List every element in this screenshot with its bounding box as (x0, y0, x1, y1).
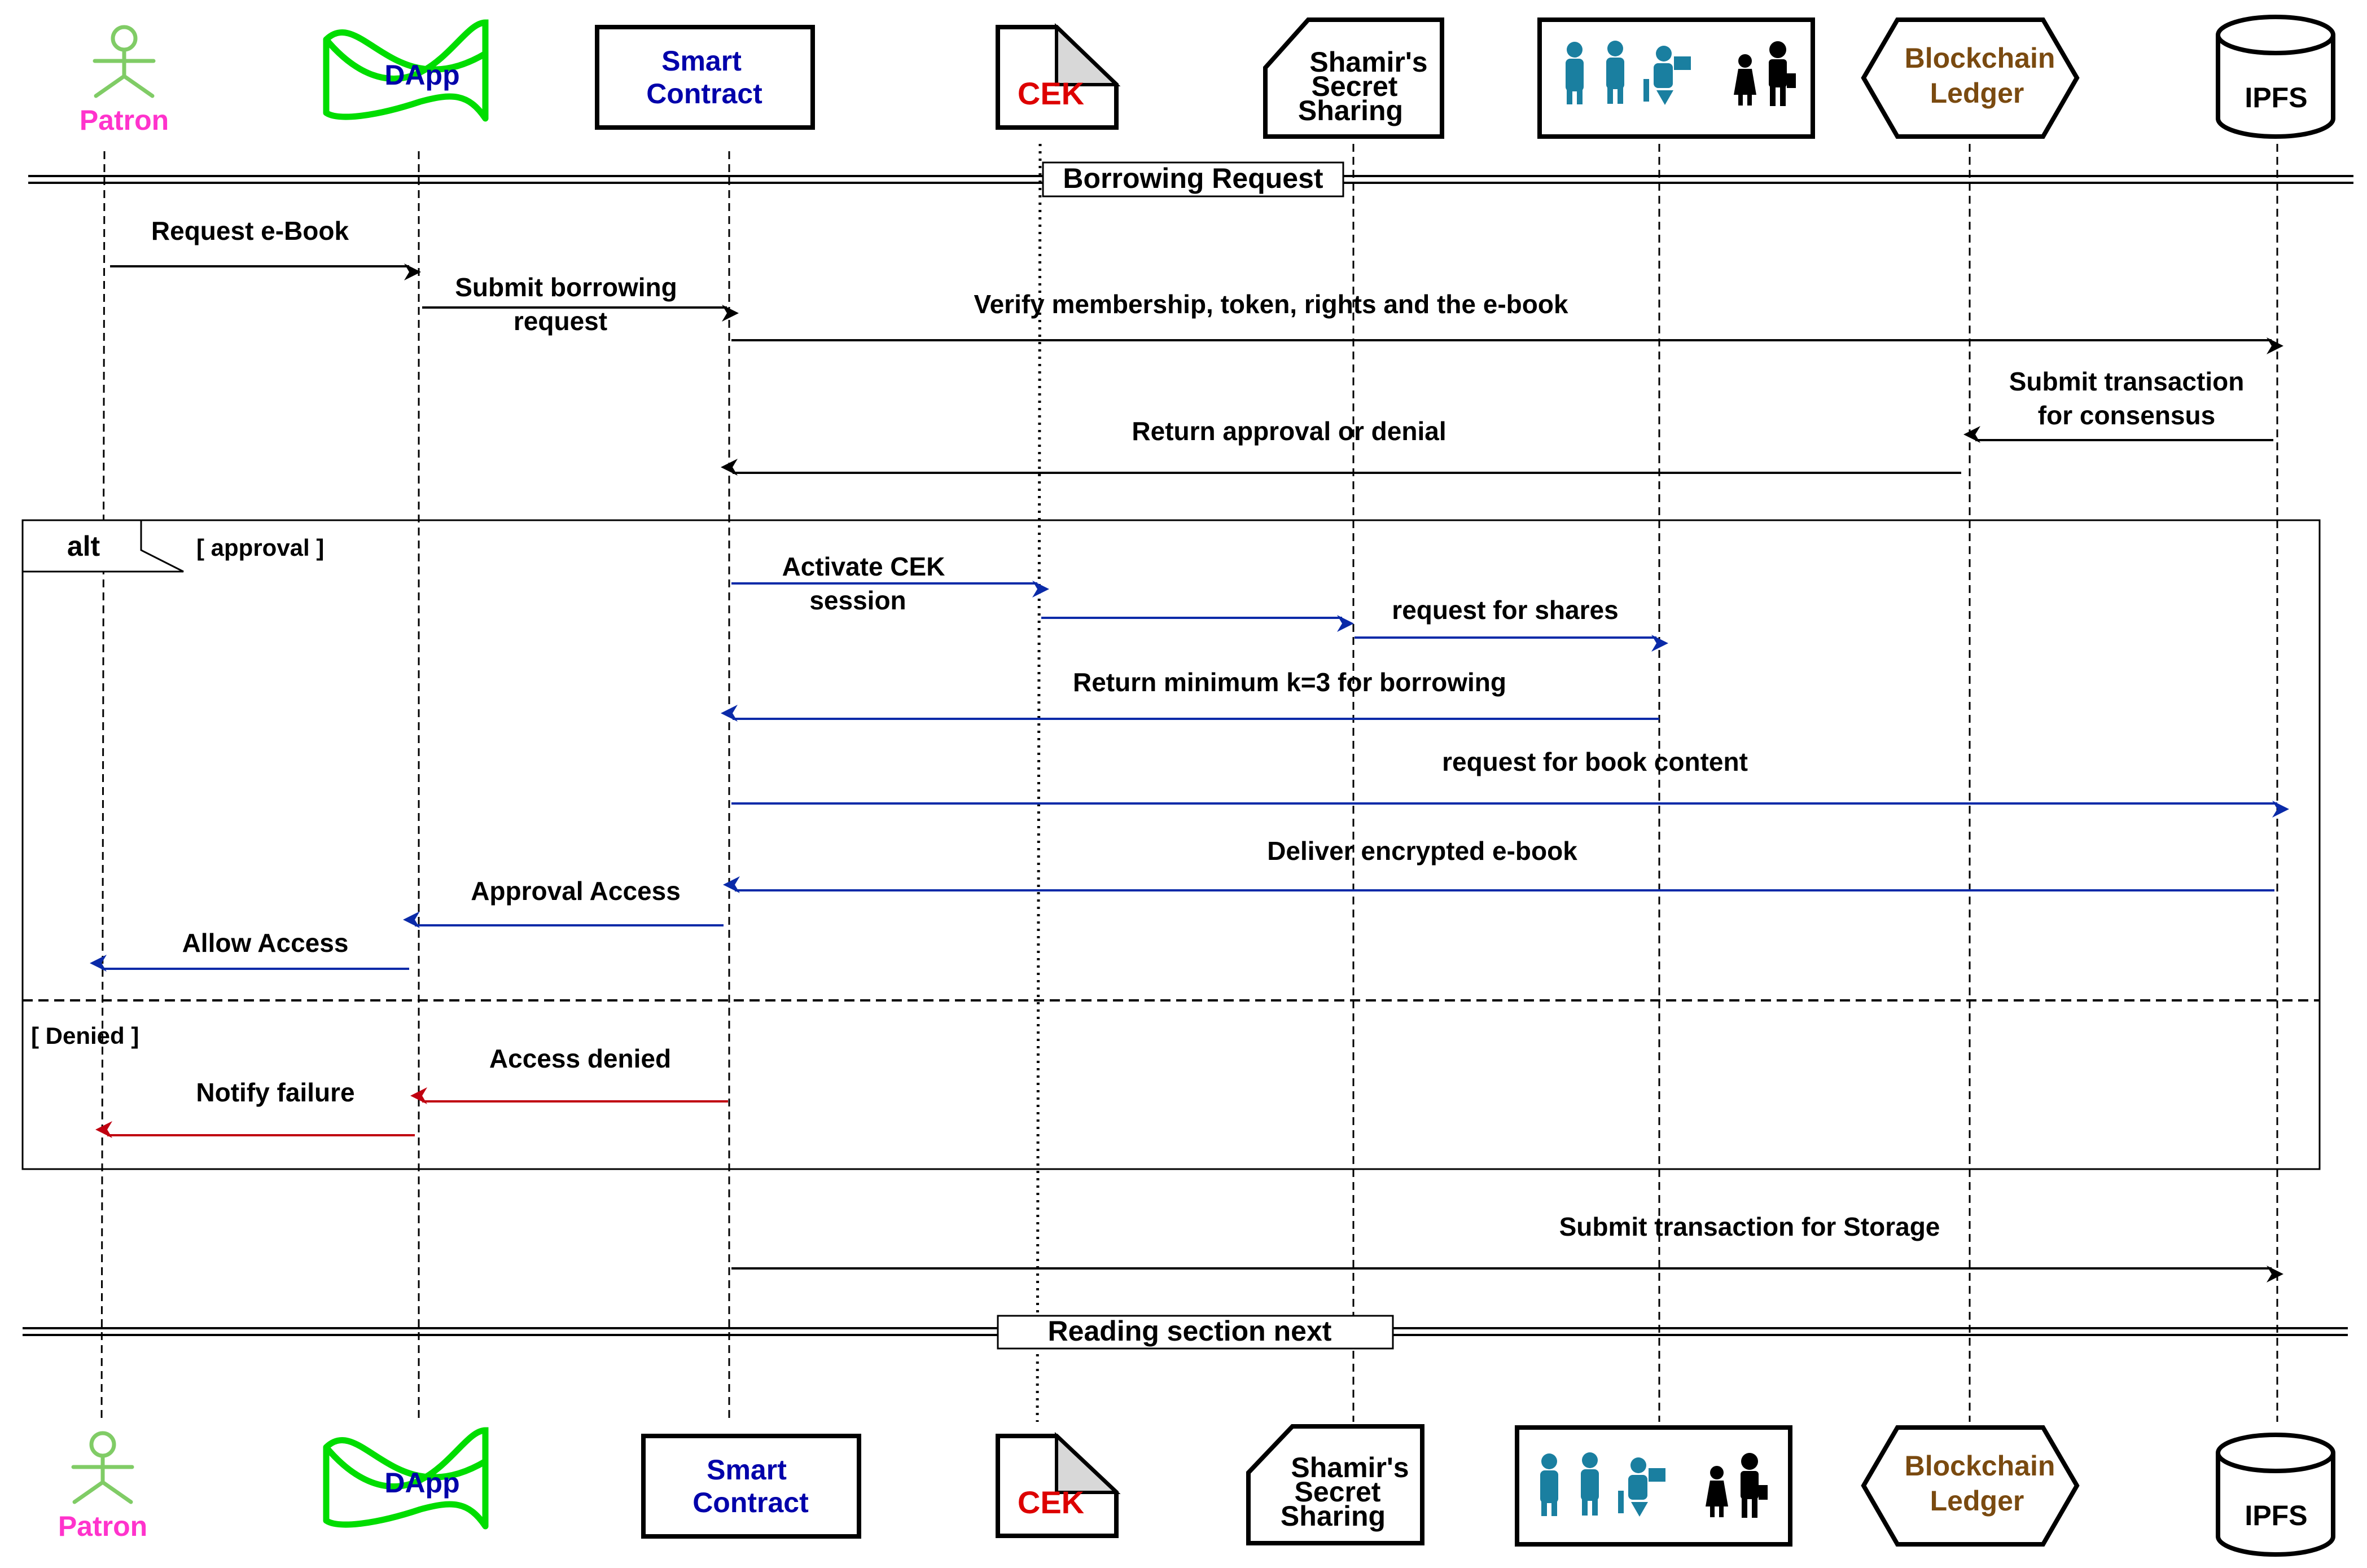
label-allow-access: Allow Access (182, 928, 349, 958)
label-submit-storage: Submit transaction for Storage (1559, 1212, 1940, 1241)
label-submit-borrowing-1: Submit borrowing (455, 273, 677, 302)
participant-label-line2: Contract (692, 1487, 809, 1518)
participant-label: DApp (384, 59, 459, 91)
lifeline-patron (100, 151, 106, 1422)
participant-people (1515, 1425, 1792, 1547)
participants-bottom: Patron DApp Smart Contract CEK Shamir's … (58, 1424, 2335, 1557)
label-activate-cek-1: Activate CEK (782, 552, 945, 581)
divider-label-box (997, 1315, 1394, 1350)
participant-patron: Patron (58, 1431, 147, 1542)
lifeline-cek (1036, 143, 1042, 1422)
label-submit-borrowing-2: request (514, 306, 607, 336)
label-request-content: request for book content (1442, 747, 1748, 776)
label-verify: Verify membership, token, rights and the… (974, 289, 1568, 319)
participant-ipfs: IPFS (2216, 1433, 2335, 1557)
divider-label: Borrowing Request (1063, 162, 1323, 194)
label-approval-access: Approval Access (471, 876, 681, 906)
participant-people (1537, 17, 1815, 139)
alt-guard-denied: [ Denied ] (31, 1022, 139, 1049)
alt-frame: alt [ approval ] [ Denied ] (21, 519, 2321, 1170)
people-group-icon (1566, 41, 1796, 106)
participant-cek: CEK (996, 23, 1121, 130)
participant-label-line1: Blockchain (1905, 42, 2055, 74)
participant-label-line2: Ledger (1930, 77, 2024, 109)
hexagon-icon (1861, 1425, 2080, 1547)
people-group-icon (1540, 1452, 1768, 1518)
card-icon (1246, 1424, 1424, 1545)
participant-label-line2: Secret (1295, 1476, 1381, 1508)
alt-tag (21, 519, 184, 573)
database-cylinder-icon (2216, 1453, 2335, 1557)
participant-label: IPFS (2245, 1500, 2307, 1531)
lifelines (100, 143, 2278, 1422)
messages: Request e-Book Submit borrowing request … (90, 216, 2289, 1282)
participant-label: Patron (80, 104, 169, 136)
participant-label: IPFS (2245, 82, 2307, 113)
divider-label: Reading section next (1048, 1315, 1332, 1347)
alt-tag-label: alt (67, 530, 100, 562)
participant-label: DApp (384, 1467, 459, 1499)
label-request-ebook: Request e-Book (151, 216, 349, 245)
label-return-approval: Return approval or denial (1132, 416, 1446, 446)
participant-blockchain: Blockchain Ledger (1861, 17, 2080, 139)
participant-label-line1: Smart (661, 45, 742, 77)
participant-smart-contract: Smart Contract (595, 25, 815, 130)
hexagon-icon (1861, 17, 2080, 139)
wavy-banner-icon (323, 29, 489, 122)
participant-label-line1: Smart (707, 1454, 787, 1486)
label-submit-transaction-2: for consensus (2038, 401, 2215, 430)
participant-dapp: DApp (323, 19, 489, 122)
participant-label-line2: Contract (646, 78, 762, 109)
alt-guard-approval: [ approval ] (196, 534, 324, 561)
divider-borrowing-request: Borrowing Request (28, 161, 2353, 197)
participant-label: CEK (1018, 76, 1084, 111)
wavy-banner-icon (323, 1437, 489, 1530)
label-submit-transaction-1: Submit transaction (2009, 367, 2245, 396)
participant-ipfs: IPFS (2216, 15, 2335, 139)
label-return-minimum: Return minimum k=3 for borrowing (1073, 667, 1506, 697)
participant-label-line1: Shamir's (1291, 1452, 1409, 1483)
participants-top: Patron DApp Smart Contract CEK Shamir's … (80, 15, 2335, 139)
participant-label-line2: Secret (1312, 71, 1398, 102)
participant-label-line3: Sharing (1298, 95, 1403, 126)
stick-figure-icon (93, 25, 156, 98)
participant-cek: CEK (996, 1432, 1121, 1538)
participant-label-line1: Blockchain (1905, 1450, 2055, 1482)
participant-label: Patron (58, 1510, 147, 1542)
participant-smart-contract: Smart Contract (641, 1434, 861, 1539)
participant-label-line2: Ledger (1930, 1485, 2024, 1517)
participant-dapp: DApp (323, 1427, 489, 1530)
label-deliver: Deliver encrypted e-book (1267, 836, 1577, 866)
card-icon (1263, 17, 1444, 139)
label-access-denied: Access denied (489, 1044, 671, 1073)
stick-figure-icon (71, 1431, 134, 1504)
label-activate-cek-2: session (809, 586, 906, 615)
divider-reading-section: Reading section next (23, 1315, 2348, 1350)
participant-patron: Patron (80, 25, 169, 136)
label-notify-failure: Notify failure (196, 1078, 354, 1107)
participant-label-line3: Sharing (1281, 1500, 1386, 1532)
participant-label: CEK (1018, 1484, 1084, 1520)
label-request-shares: request for shares (1392, 595, 1618, 625)
divider-label-box (1042, 161, 1344, 197)
participant-label-line1: Shamir's (1309, 46, 1427, 78)
participant-blockchain: Blockchain Ledger (1861, 1425, 2080, 1547)
database-cylinder-icon (2216, 35, 2335, 139)
participant-shamir: Shamir's Secret Sharing (1263, 17, 1444, 139)
participant-shamir: Shamir's Secret Sharing (1246, 1424, 1424, 1545)
